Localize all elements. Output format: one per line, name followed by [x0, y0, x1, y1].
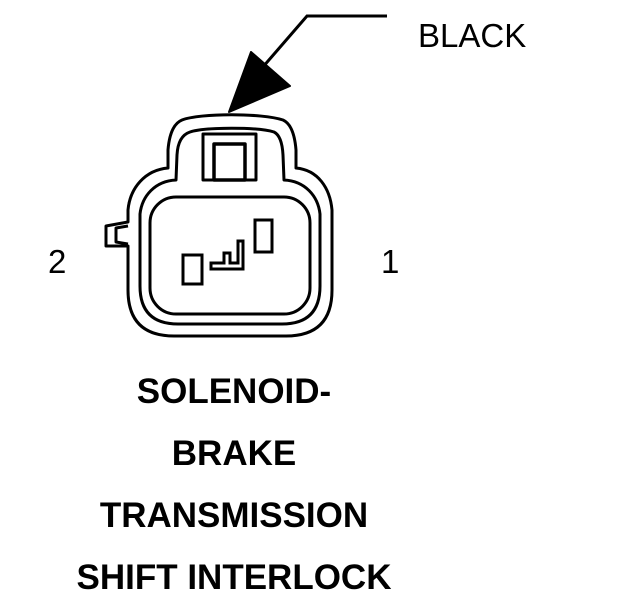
- connector-side-key: [114, 224, 129, 246]
- pin-2-label: 2: [48, 243, 66, 280]
- terminals: [181, 218, 274, 286]
- title-line-2: BRAKE: [172, 434, 296, 473]
- terminal-pin-1: [253, 218, 274, 254]
- title-line-4: SHIFT INTERLOCK: [77, 558, 392, 597]
- terminal-shunt: [209, 239, 245, 271]
- connector-cavity: [148, 195, 312, 316]
- component-title: SOLENOID- BRAKE TRANSMISSION SHIFT INTER…: [77, 372, 392, 597]
- leader-line: [260, 14, 387, 69]
- leader-arrow: [228, 14, 387, 113]
- arrowhead: [228, 51, 291, 113]
- wire-color-label: BLACK: [418, 17, 526, 54]
- connector-inner-shell: [138, 126, 322, 326]
- terminal-pin-2: [181, 253, 204, 286]
- connector-outer-shell: [104, 113, 334, 338]
- title-line-1: SOLENOID-: [137, 372, 331, 411]
- connector-body: [104, 113, 334, 338]
- title-line-3: TRANSMISSION: [100, 496, 368, 535]
- connector-latch: [201, 132, 258, 182]
- connector-latch-tab: [212, 142, 247, 182]
- pin-1-label: 1: [381, 243, 399, 280]
